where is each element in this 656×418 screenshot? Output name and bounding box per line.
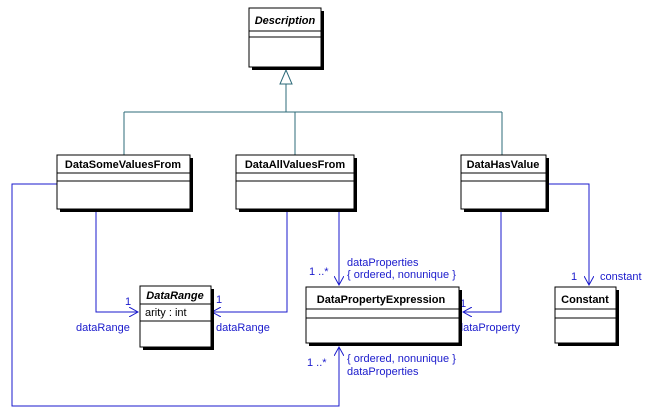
class-data-all-values-from[interactable]: DataAllValuesFrom [235, 154, 357, 212]
some-dpe-constraint: { ordered, nonunique } [347, 353, 456, 365]
class-data-has-value[interactable]: DataHasValue [460, 154, 549, 212]
class-data-range-name: DataRange [146, 290, 203, 302]
generalization-triangle [279, 68, 293, 85]
class-data-has-value-name: DataHasValue [467, 159, 540, 171]
class-data-property-expression-name: DataPropertyExpression [317, 294, 446, 306]
association-some-to-dpe [11, 183, 339, 407]
some-dpe-role: dataProperties [347, 366, 419, 378]
generalization-tree [123, 68, 503, 155]
class-description-name: Description [255, 15, 316, 27]
class-data-property-expression[interactable]: DataPropertyExpression [305, 286, 462, 346]
all-range-multiplicity: 1 [216, 294, 222, 306]
association-some-to-range [95, 210, 138, 312]
has-constant-role: constant [600, 271, 642, 283]
class-data-some-values-from-name: DataSomeValuesFrom [65, 159, 181, 171]
association-has-to-dpe [463, 210, 502, 312]
association-all-to-range [212, 210, 288, 312]
some-range-role: dataRange [76, 322, 130, 334]
has-constant-multiplicity: 1 [571, 271, 577, 283]
has-dpe-role: dataProperty [457, 322, 520, 334]
all-dpe-constraint: { ordered, nonunique } [347, 269, 456, 281]
class-data-some-values-from[interactable]: DataSomeValuesFrom [56, 154, 193, 212]
association-has-to-constant [546, 183, 589, 285]
class-data-all-values-from-name: DataAllValuesFrom [245, 159, 345, 171]
all-range-role: dataRange [216, 322, 270, 334]
some-range-multiplicity: 1 [125, 296, 131, 308]
all-dpe-multiplicity: 1 ..* [309, 266, 329, 278]
all-dpe-role: dataProperties [347, 257, 419, 269]
class-constant-name: Constant [561, 294, 609, 306]
class-constant[interactable]: Constant [554, 286, 619, 346]
some-dpe-multiplicity: 1 ..* [307, 357, 327, 369]
class-data-range-attribute: arity : int [145, 307, 187, 319]
has-dpe-multiplicity: 1 [460, 298, 466, 310]
class-data-range[interactable]: DataRange arity : int [139, 285, 214, 350]
class-description[interactable]: Description [248, 7, 324, 70]
